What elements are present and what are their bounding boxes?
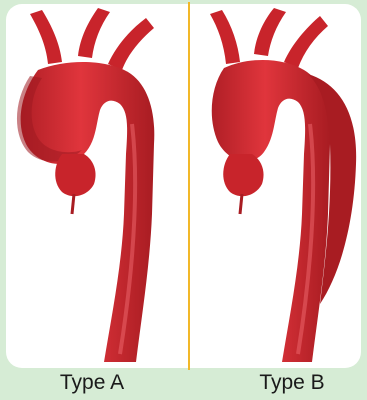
left-carotid-artery xyxy=(78,8,110,58)
type-b-panel xyxy=(190,4,361,368)
left-subclavian-artery xyxy=(108,18,154,70)
type-a-aorta-illustration xyxy=(8,4,186,368)
coronary-artery xyxy=(240,194,242,214)
left-carotid-artery xyxy=(254,8,286,56)
aortic-root xyxy=(55,154,95,196)
coronary-artery xyxy=(72,194,74,214)
brachiocephalic-artery xyxy=(210,10,240,64)
type-a-panel xyxy=(8,4,186,368)
brachiocephalic-artery xyxy=(30,10,62,64)
aortic-root xyxy=(223,154,263,196)
panel-divider xyxy=(188,2,190,370)
left-subclavian-artery xyxy=(284,16,328,68)
illustration-frame xyxy=(6,4,361,368)
type-b-aorta-illustration xyxy=(190,4,361,368)
type-a-label: Type A xyxy=(22,370,162,396)
type-b-label: Type B xyxy=(222,370,362,396)
